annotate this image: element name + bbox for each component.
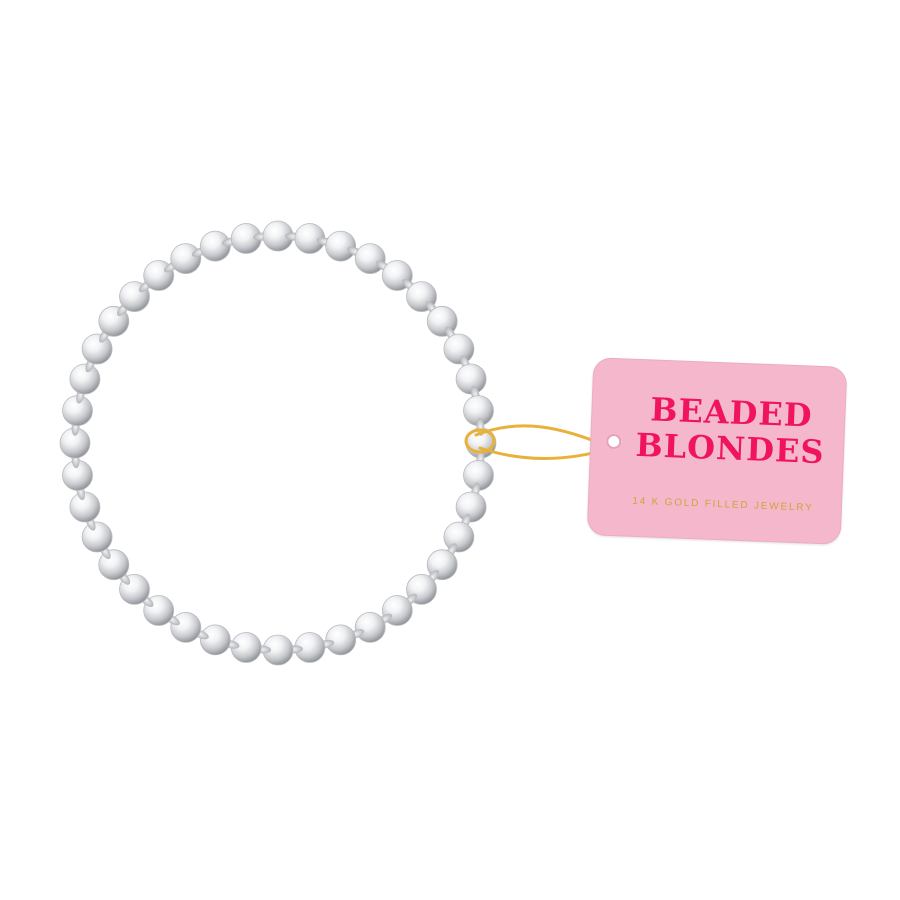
silver-bead <box>170 243 202 275</box>
silver-bead <box>199 230 231 262</box>
silver-bead <box>455 491 487 523</box>
silver-bead <box>443 333 475 365</box>
silver-bead <box>81 333 113 365</box>
silver-bead <box>69 491 101 523</box>
silver-bead <box>354 612 386 643</box>
brand-hang-tag: BEADED BLONDES 14 K GOLD FILLED JEWELRY <box>586 357 848 545</box>
silver-bead <box>443 521 475 553</box>
silver-bead <box>325 624 357 656</box>
brand-name: BEADED BLONDES <box>629 390 832 472</box>
tag-subtitle: 14 K GOLD FILLED JEWELRY <box>632 495 814 514</box>
silver-bead <box>354 243 386 275</box>
silver-bead <box>170 612 202 643</box>
tag-hole <box>606 433 622 450</box>
silver-bead <box>325 230 357 262</box>
silver-bead <box>199 624 231 656</box>
silver-bead <box>69 363 101 395</box>
silver-bead <box>455 363 487 395</box>
silver-bead <box>81 521 113 553</box>
brand-line-2: BLONDES <box>634 425 826 472</box>
bead-ring <box>59 220 497 666</box>
